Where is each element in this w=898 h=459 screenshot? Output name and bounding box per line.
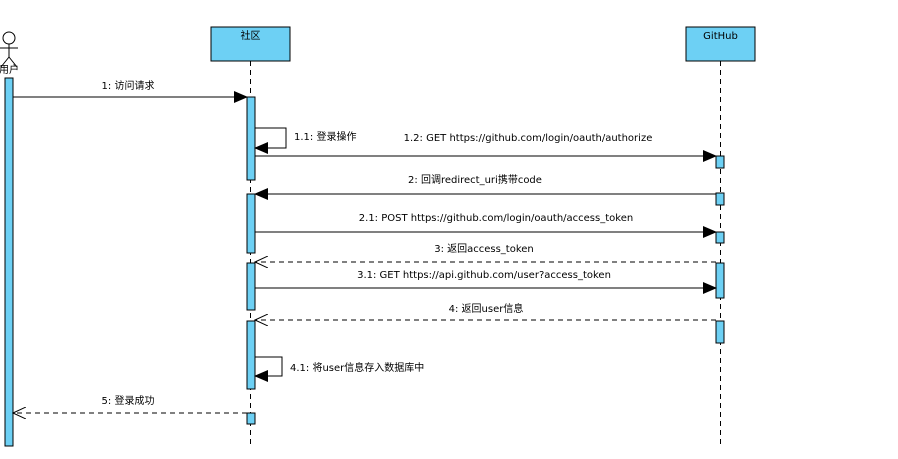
activation-github <box>715 192 725 206</box>
message-label: 1: 访问请求 <box>102 79 155 92</box>
message-3-1: 3.1: GET https://api.github.com/user?acc… <box>255 270 717 294</box>
message-label: 2: 回调redirect_uri携带code <box>408 173 542 186</box>
activation-github <box>715 155 725 169</box>
actor-user: 用户 <box>0 31 19 76</box>
message-1-1: 1.1: 登录操作 <box>254 127 356 154</box>
activation-github <box>715 320 725 344</box>
message-label: 5: 登录成功 <box>102 394 155 407</box>
message-1-2: 1.2: GET https://github.com/login/oauth/… <box>255 133 717 162</box>
message-label: 1.1: 登录操作 <box>294 130 356 143</box>
message-label: 3: 返回access_token <box>434 243 534 255</box>
participant-community: 社区 <box>210 26 291 62</box>
activation-community <box>246 262 256 311</box>
message-label: 4: 返回user信息 <box>449 302 524 315</box>
activation-community <box>246 193 256 254</box>
participant-label-community: 社区 <box>241 29 261 42</box>
participant-label-user: 用户 <box>0 63 19 76</box>
message-label: 3.1: GET https://api.github.com/user?acc… <box>357 270 611 281</box>
activation-github <box>715 262 725 299</box>
message-3: 3: 返回access_token <box>255 243 716 262</box>
activation-community <box>246 412 256 425</box>
message-label: 4.1: 将user信息存入数据库中 <box>290 361 424 374</box>
message-label: 1.2: GET https://github.com/login/oauth/… <box>404 133 653 144</box>
actor-figure-icon <box>0 31 18 68</box>
activation-user <box>4 77 14 447</box>
participant-label-github: GitHub <box>703 31 738 42</box>
message-1: 1: 访问请求 <box>13 79 248 103</box>
activation-community <box>246 320 256 390</box>
activation-github <box>715 231 725 244</box>
message-2: 2: 回调redirect_uri携带code <box>254 173 716 200</box>
participant-github: GitHub <box>685 26 756 62</box>
message-5: 5: 登录成功 <box>13 394 247 413</box>
message-2-1: 2.1: POST https://github.com/login/oauth… <box>255 213 717 238</box>
participant-box-community <box>210 26 291 62</box>
message-4-1: 4.1: 将user信息存入数据库中 <box>254 356 424 382</box>
activation-community <box>246 96 256 181</box>
message-arrow <box>254 127 287 154</box>
message-4: 4: 返回user信息 <box>255 302 716 320</box>
message-label: 2.1: POST https://github.com/login/oauth… <box>359 213 633 224</box>
message-arrow <box>254 356 283 382</box>
